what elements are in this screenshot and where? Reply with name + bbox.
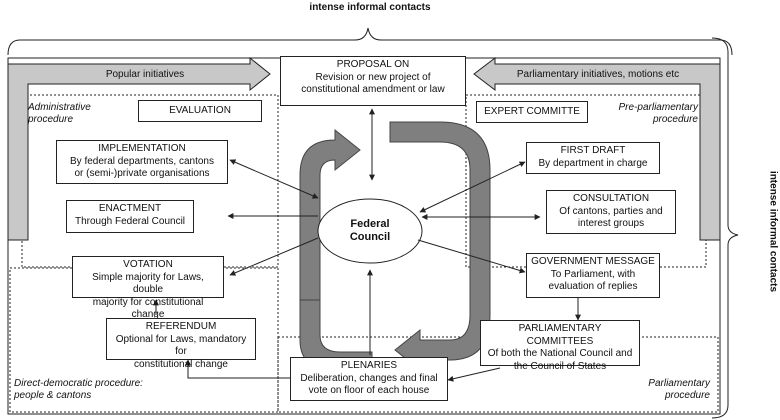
parliamentary-committees-box: PARLIAMENTARY COMMITTEES Of both the Nat… bbox=[480, 320, 640, 372]
direct-procedure-label: Direct-democratic procedure: people & ca… bbox=[14, 378, 143, 401]
proposal-box: PROPOSAL ON Revision or new project of c… bbox=[280, 56, 466, 106]
parliamentary-initiatives-label: Parliamentary initiatives, motions etc bbox=[516, 69, 680, 80]
arrow-council-votation bbox=[229, 237, 319, 276]
consultation-box: CONSULTATION Of cantons, parties and int… bbox=[546, 190, 676, 234]
admin-procedure-label: Administrative procedure bbox=[28, 102, 91, 125]
plenaries-box: PLENARIES Deliberation, changes and fina… bbox=[290, 357, 448, 401]
top-informal-label: intense informal contacts bbox=[309, 2, 431, 13]
popular-arrow bbox=[7, 56, 271, 241]
federal-council-ellipse bbox=[317, 198, 423, 264]
side-informal-label: intense informal contacts bbox=[767, 170, 779, 293]
implementation-box: IMPLEMENTATION By federal departments, c… bbox=[56, 140, 228, 184]
arrow-council-draft bbox=[419, 161, 526, 213]
arrow-implementation-council bbox=[229, 159, 319, 199]
parliamentary-arrow bbox=[473, 56, 721, 241]
proposal-text2: constitutional amendment or law bbox=[301, 84, 445, 95]
right-brace bbox=[711, 37, 739, 419]
parl-procedure-label: Parliamentary procedure bbox=[648, 378, 710, 401]
government-message-box: GOVERNMENT MESSAGE To Parliament, with e… bbox=[526, 253, 660, 298]
arrow-council-government bbox=[417, 239, 526, 274]
proposal-text1: Revision or new project of bbox=[315, 71, 431, 83]
referendum-box: REFERENDUM Optional for Laws, mandatory … bbox=[106, 318, 256, 370]
arrow-committees-plenaries bbox=[447, 367, 501, 382]
arrow-plenaries-referendum bbox=[185, 359, 290, 379]
first-draft-box: FIRST DRAFT By department in charge bbox=[526, 142, 660, 174]
evaluation-box: EVALUATION bbox=[138, 100, 262, 122]
expert-committee-box: EXPERT COMMITTE bbox=[476, 101, 588, 123]
popular-initiatives-label: Popular initiatives bbox=[105, 69, 185, 80]
top-brace bbox=[7, 27, 733, 56]
federal-council-label: Federal Council bbox=[349, 218, 391, 243]
votation-box: VOTATION Simple majority for Laws, doubl… bbox=[72, 256, 224, 320]
preparl-procedure-label: Pre-parliamentary procedure bbox=[618, 102, 698, 125]
enactment-box: ENACTMENT Through Federal Council bbox=[66, 200, 194, 233]
proposal-title: PROPOSAL ON bbox=[336, 59, 410, 70]
